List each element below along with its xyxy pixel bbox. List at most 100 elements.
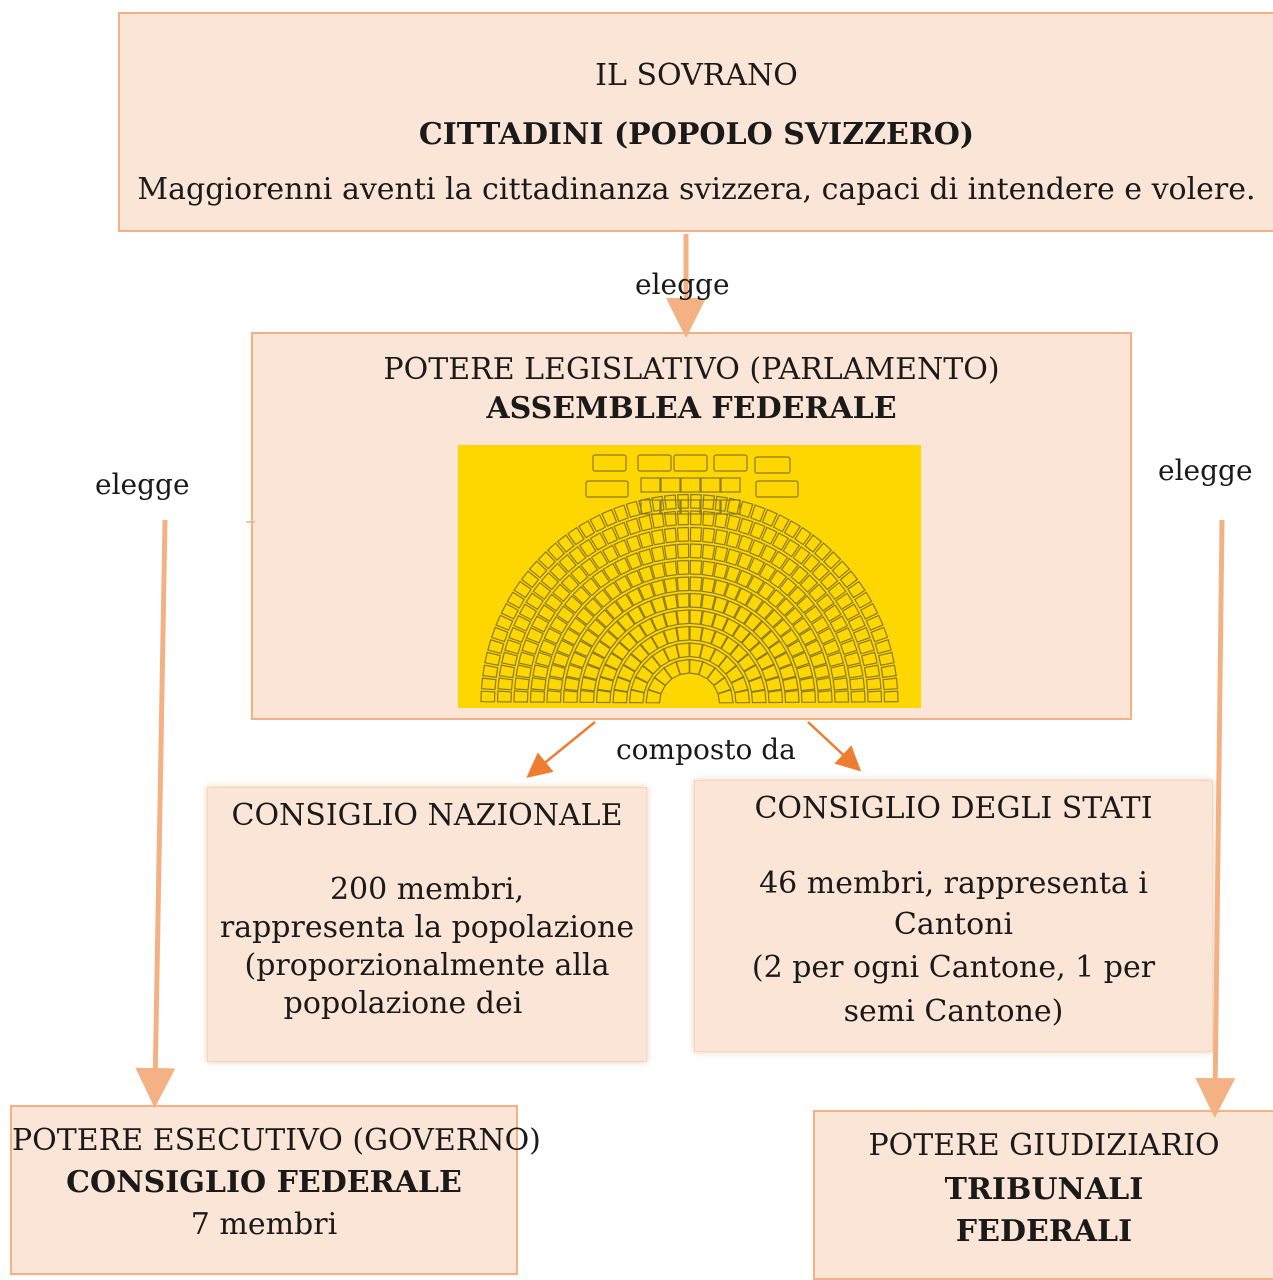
elects-label-top: elegge <box>635 268 730 301</box>
hemicycle-seat <box>714 512 729 529</box>
parliament-seating-image <box>458 445 921 708</box>
hemicycle-seat <box>537 551 557 570</box>
hemicycle-seat <box>794 526 812 546</box>
hemicycle-seat <box>799 574 819 593</box>
hemicycle-seat <box>799 676 816 692</box>
hemicycle-seat <box>586 651 605 670</box>
hemicycle-seat <box>577 520 596 539</box>
hemicycle-seat <box>700 626 716 645</box>
hemicycle-seat <box>567 616 587 636</box>
hemicycle-seat <box>573 639 593 658</box>
hemicycle-seat <box>604 652 624 671</box>
hemicycle-seat <box>720 636 740 656</box>
executive-members: 7 membri <box>190 1207 338 1242</box>
sovereign-title: IL SOVRANO <box>595 58 798 93</box>
hemicycle-seat <box>847 580 866 599</box>
hemicycle-seat <box>835 592 854 611</box>
hemicycle-seat <box>650 630 669 650</box>
hemicycle-seat <box>556 534 575 553</box>
hemicycle-seat <box>701 577 716 594</box>
hemicycle-seat <box>650 545 666 563</box>
hemicycle-seat <box>700 610 716 628</box>
bench-seat <box>754 456 791 474</box>
hemicycle-seat <box>622 653 642 672</box>
hemicycle-seat <box>852 626 871 643</box>
hemicycle-seat <box>829 615 849 633</box>
hemicycle-seat <box>495 614 514 631</box>
bench-seat <box>637 454 672 472</box>
national-council-title: CONSIGLIO NAZIONALE <box>231 798 623 833</box>
hemicycle-seat <box>750 689 767 704</box>
hemicycle-seat <box>546 690 562 703</box>
hemicycle-seat <box>780 628 800 648</box>
hemicycle-seat <box>525 626 544 644</box>
hemicycle-seat <box>767 588 786 608</box>
hemicycle-seat <box>570 565 589 585</box>
hemicycle-seat <box>496 690 512 703</box>
judiciary-box: POTERE GIUDIZIARIO TRIBUNALI FEDERALI <box>813 1110 1273 1280</box>
hemicycle-seat <box>532 581 552 601</box>
legislative-subtitle: ASSEMBLEA FEDERALE <box>486 391 897 426</box>
hemicycle-seat <box>747 556 766 576</box>
hemicycle-seat <box>738 500 754 518</box>
judiciary-subtitle-line1: TRIBUNALI <box>944 1172 1144 1207</box>
hemicycle-seat <box>638 531 654 549</box>
hemicycle-seat <box>601 508 618 527</box>
hemicycle-seat <box>764 609 784 629</box>
hemicycle-seat <box>798 627 818 646</box>
executive-box: POTERE ESECUTIVO (GOVERNO) CONSIGLIO FED… <box>10 1105 541 1275</box>
hemicycle-seat <box>743 664 763 682</box>
hemicycle-seat <box>596 676 614 692</box>
hemicycle-seat <box>689 576 703 592</box>
hemicycle-seat <box>601 526 619 545</box>
hemicycle-seat <box>583 597 603 617</box>
hemicycle-seat <box>589 532 608 551</box>
hemicycle-seat <box>675 642 690 659</box>
arrow-to-council-of-states <box>807 721 862 772</box>
hemicycle-seat <box>882 677 899 691</box>
hemicycle-seat <box>540 571 560 591</box>
hemicycle-seat <box>817 627 836 645</box>
hemicycle-seat <box>500 602 519 620</box>
hemicycle-seat <box>699 643 717 662</box>
hemicycle-seat <box>663 543 678 560</box>
hemicycle-seat <box>710 630 729 650</box>
hemicycle-seat <box>711 613 729 632</box>
hemicycle-seat <box>730 676 749 694</box>
hemicycle-seat <box>722 617 741 637</box>
hemicycle-seat <box>651 495 665 512</box>
hemicycle-seat <box>580 557 599 577</box>
hemicycle-seat <box>552 583 571 603</box>
bench-seat <box>680 477 701 493</box>
judiciary-subtitle-line2: FEDERALI <box>955 1214 1133 1249</box>
hemicycle-seat <box>568 545 587 565</box>
hemicycle-seat <box>808 583 827 603</box>
hemicycle-seat <box>579 689 595 704</box>
hemicycle-seat <box>795 664 814 680</box>
hemicycle-seat <box>484 651 502 667</box>
hemicycle-seat <box>689 510 703 526</box>
hemicycle-seat <box>822 551 842 570</box>
hemicycle-seat <box>508 626 527 643</box>
hemicycle-seat <box>676 510 690 526</box>
hemicycle-seat <box>689 559 703 576</box>
hemicycle-seat <box>792 545 811 565</box>
hemicycle-seat <box>883 690 899 703</box>
hemicycle-seat <box>572 585 592 605</box>
bench-seat <box>713 454 748 472</box>
bench-seat <box>640 477 661 493</box>
hemicycle-seat <box>835 626 854 644</box>
hemicycle-seat <box>833 690 850 703</box>
bench-seat <box>660 499 681 515</box>
hemicycle-seat <box>736 552 754 571</box>
hemicycle-seat <box>517 651 536 667</box>
hemicycle-seat <box>732 624 751 644</box>
hemicycle-seat <box>822 639 841 656</box>
hemicycle-seat <box>847 664 864 679</box>
hemicycle-seat <box>717 655 738 675</box>
hemicycle-seat <box>625 569 643 588</box>
hemicycle-seat <box>579 628 599 648</box>
hemicycle-seat <box>701 527 716 544</box>
hemicycle-seat <box>701 543 716 560</box>
